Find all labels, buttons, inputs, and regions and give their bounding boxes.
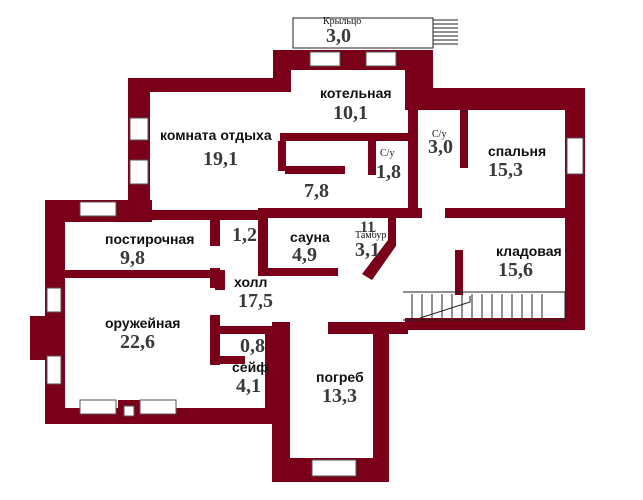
porch-name: Крыльцо — [323, 16, 361, 27]
laundry-area: 9,8 — [120, 247, 145, 269]
stair-arrow — [419, 296, 471, 319]
window — [129, 117, 149, 141]
sauna-name: сауна — [290, 229, 330, 245]
safe-name: сейф — [232, 359, 268, 375]
wall-bottom-right — [405, 318, 585, 330]
corridor-area: 7,8 — [304, 180, 329, 202]
wall-vest-right — [388, 216, 396, 246]
wall-cellar-left — [272, 322, 290, 482]
storage-area: 15,6 — [498, 259, 533, 281]
wall-bed-bottom — [445, 208, 570, 218]
hall-area: 17,5 — [238, 290, 273, 312]
window — [311, 459, 357, 477]
wall-laundry-right — [210, 218, 220, 246]
window — [566, 137, 584, 175]
small-area: 1,2 — [232, 224, 257, 246]
hall-name: холл — [234, 274, 267, 290]
wall-hall-bottom — [215, 270, 225, 290]
wall-vestibule-diagonal — [362, 240, 396, 280]
window — [79, 399, 117, 415]
vestibule-name: Тамбур — [355, 230, 386, 241]
wc1-area: 1,8 — [376, 161, 401, 183]
armory-area: 22,6 — [120, 331, 155, 353]
boiler-area: 10,1 — [333, 102, 368, 124]
inner-stairs — [403, 291, 566, 321]
wall-safe-mid — [220, 326, 270, 334]
wall-armory-right2 — [210, 315, 220, 365]
wc2-name: С/у — [432, 129, 446, 140]
wall-sauna-left — [258, 208, 268, 276]
wc2-area: 3,0 — [428, 136, 453, 158]
bedroom-area: 15,3 — [488, 159, 523, 181]
stair-outline — [403, 291, 566, 321]
wall-top-left — [128, 78, 278, 92]
window — [79, 201, 117, 217]
window — [123, 405, 135, 417]
rest-name: комната отдыха — [160, 127, 272, 143]
armory-name: оружейная — [105, 315, 180, 331]
wall-rest-bottom — [150, 210, 265, 220]
vestibule-area: 3,1 — [355, 239, 380, 261]
window — [365, 51, 397, 67]
sauna-door-mark: 11 — [360, 219, 375, 236]
sauna-area: 4,9 — [292, 244, 317, 266]
porch-area: 3,0 — [326, 25, 351, 47]
wall-top-right-a — [420, 88, 585, 110]
wall-sauna-top — [262, 208, 422, 218]
wall-bottom-mid — [328, 322, 408, 334]
window — [129, 159, 149, 185]
room-labels: Крыльцо 3,0 котельная 10,1 комната отдых… — [105, 16, 562, 407]
window — [46, 355, 62, 385]
rest-area: 19,1 — [203, 148, 238, 170]
porch-stairs — [292, 17, 458, 49]
wall-rest-left — [128, 78, 150, 222]
wc1-name: С/у — [380, 148, 394, 159]
wall-wc1-right — [408, 108, 418, 212]
wall-safe-right — [265, 326, 275, 416]
bedroom-name: спальня — [488, 143, 546, 159]
wall-bed-left — [460, 108, 468, 168]
wall-safe-top — [210, 356, 245, 364]
cellar-area: 13,3 — [322, 385, 357, 407]
wall-sauna-bottom — [258, 268, 338, 276]
window — [309, 51, 341, 67]
boiler-name: котельная — [320, 85, 392, 101]
laundry-name: постирочная — [105, 231, 194, 247]
wall-boiler-bottom — [280, 133, 410, 141]
wall-corr-bottom — [285, 166, 345, 174]
storage-name: кладовая — [496, 243, 562, 259]
wall-corr-left — [278, 141, 286, 171]
window — [46, 287, 62, 313]
cellar-name: погреб — [316, 369, 364, 385]
wall-storage-left — [455, 250, 463, 295]
wall-wc1-left — [368, 141, 376, 175]
window — [139, 399, 177, 415]
windows — [46, 51, 584, 477]
wall-cellar-right — [373, 322, 389, 482]
closet-area: 0,8 — [240, 335, 265, 357]
porch-outline — [292, 17, 434, 49]
safe-area: 4,1 — [236, 375, 261, 397]
wall-laundry-bottom — [65, 270, 215, 278]
wall-side-bump — [30, 316, 50, 360]
